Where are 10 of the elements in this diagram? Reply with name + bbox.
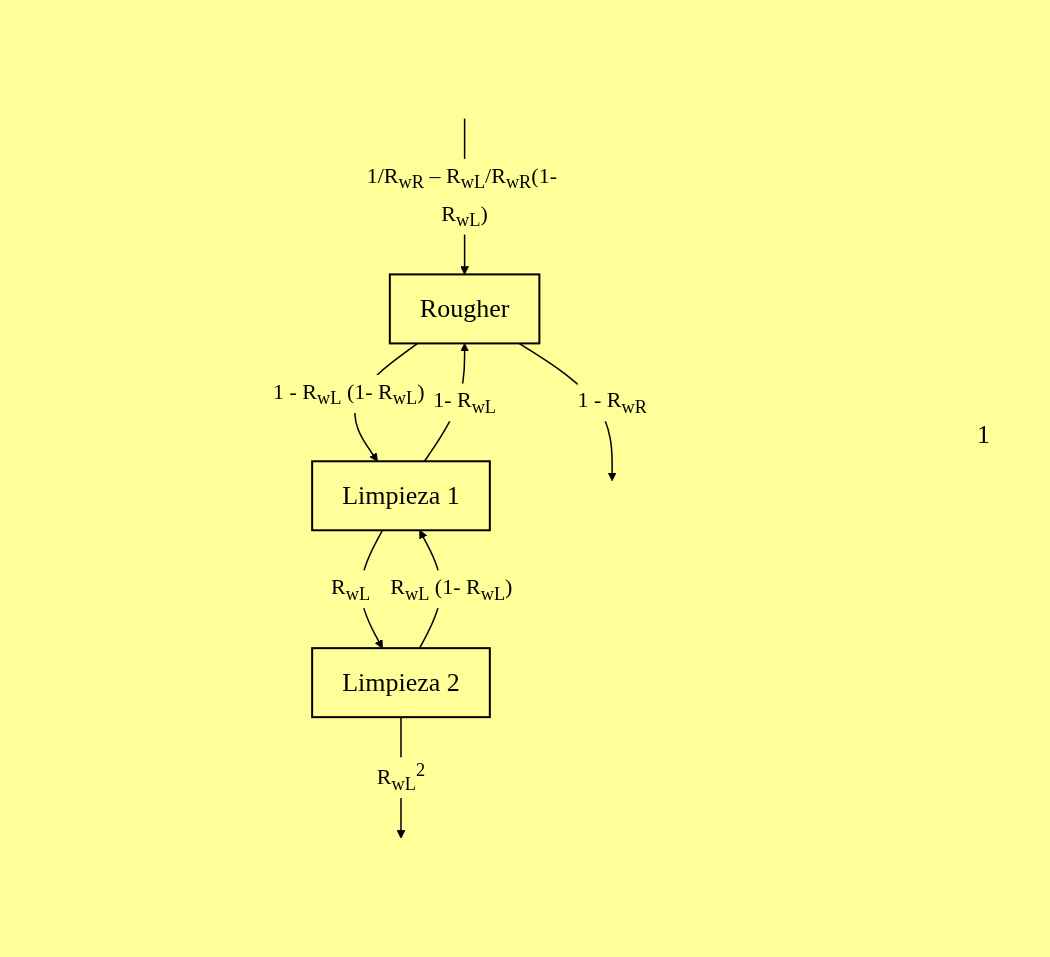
edge-label: R$_{wL}$ (1- R$_{wL}$): [390, 574, 513, 604]
edge-label: 1/R$_{wR}$ – R$_{wL}$/R$_{wR}$(1- R$_{wL}$): [366, 162, 558, 230]
edge-label: 1 - R$_{wL}$ (1- R$_{wL}$): [273, 379, 425, 409]
flow-label: 1: [977, 420, 990, 450]
node-box: Limpieza 2: [311, 647, 491, 719]
node-box: Limpieza 1: [311, 460, 491, 532]
edge-label: 1- R$_{wL}$: [433, 387, 497, 417]
node-box: Rougher: [388, 273, 541, 345]
edge-label: 1 - R$_{wR}$: [577, 387, 647, 417]
edge-label: R$_{wL}$: [331, 574, 371, 604]
